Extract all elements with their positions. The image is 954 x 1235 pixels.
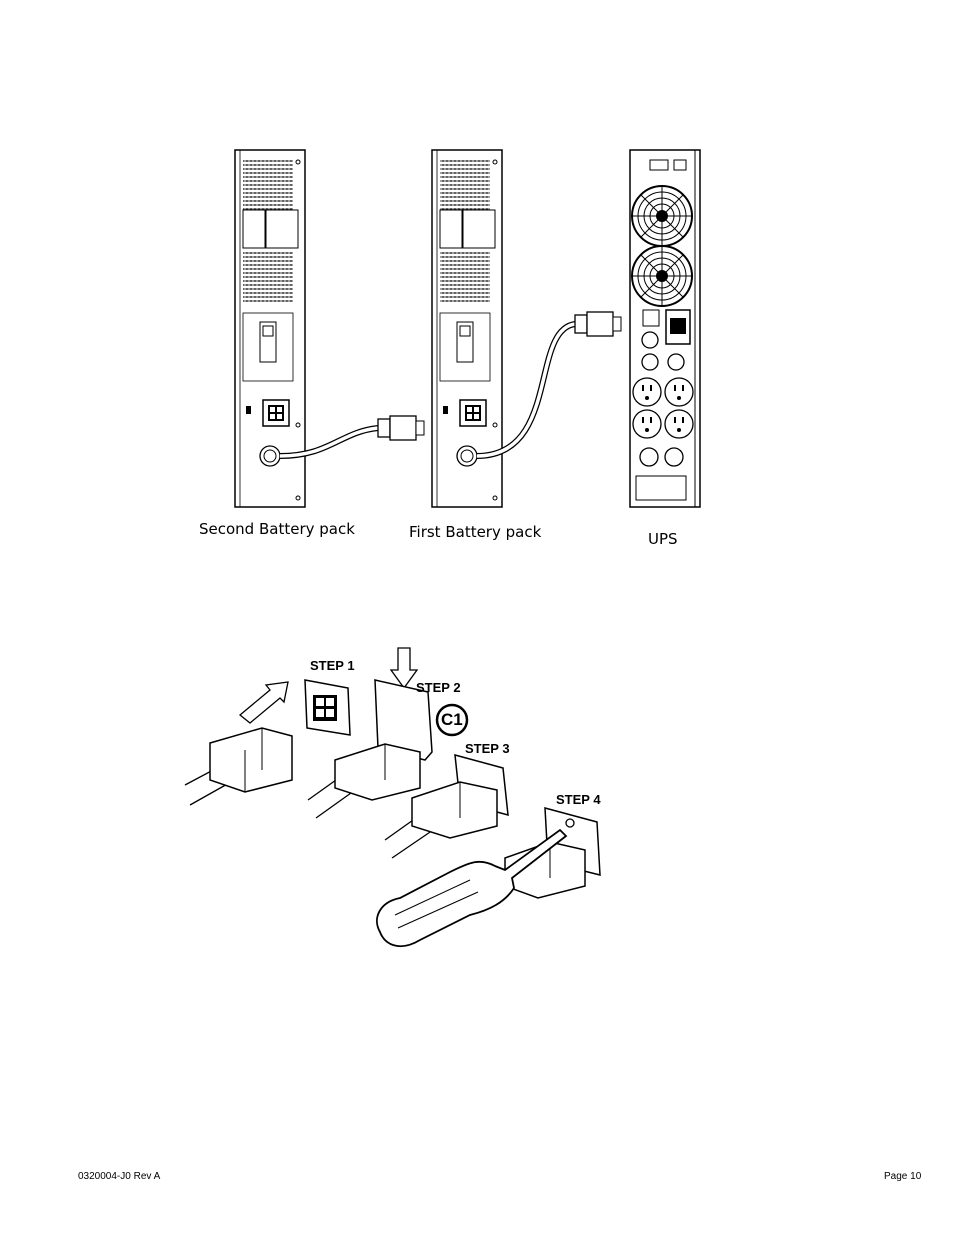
outlet-icon	[632, 377, 662, 407]
outlet-icon	[632, 409, 662, 439]
step-2-label: STEP 2	[416, 680, 461, 695]
caption-second-battery-pack: Second Battery pack	[199, 520, 355, 538]
insert-arrow-icon	[238, 681, 289, 724]
battery-cable	[476, 311, 622, 459]
outlet-icon	[664, 377, 694, 407]
footer-doc-id: 0320004-J0 Rev A	[78, 1171, 161, 1182]
caption-first-battery-pack: First Battery pack	[409, 523, 542, 541]
second-battery-pack	[234, 149, 306, 508]
fan-icon	[631, 245, 693, 307]
first-battery-pack	[431, 149, 503, 508]
footer-page-number: Page 10	[884, 1171, 922, 1182]
battery-connection-diagram	[234, 149, 701, 508]
battery-cable	[279, 415, 425, 459]
step-1-label: STEP 1	[310, 658, 355, 673]
step-3-label: STEP 3	[465, 741, 510, 756]
c1-label: C1	[441, 710, 463, 729]
connector-steps-diagram	[184, 647, 601, 948]
push-arrow-icon	[389, 647, 419, 690]
outlet-icon	[664, 409, 694, 439]
ups-unit	[629, 149, 701, 508]
c1-label-circle	[435, 703, 469, 737]
fan-icon	[631, 185, 693, 247]
caption-ups: UPS	[648, 530, 678, 548]
screwdriver-icon	[376, 828, 568, 948]
step-4-label: STEP 4	[556, 792, 601, 807]
